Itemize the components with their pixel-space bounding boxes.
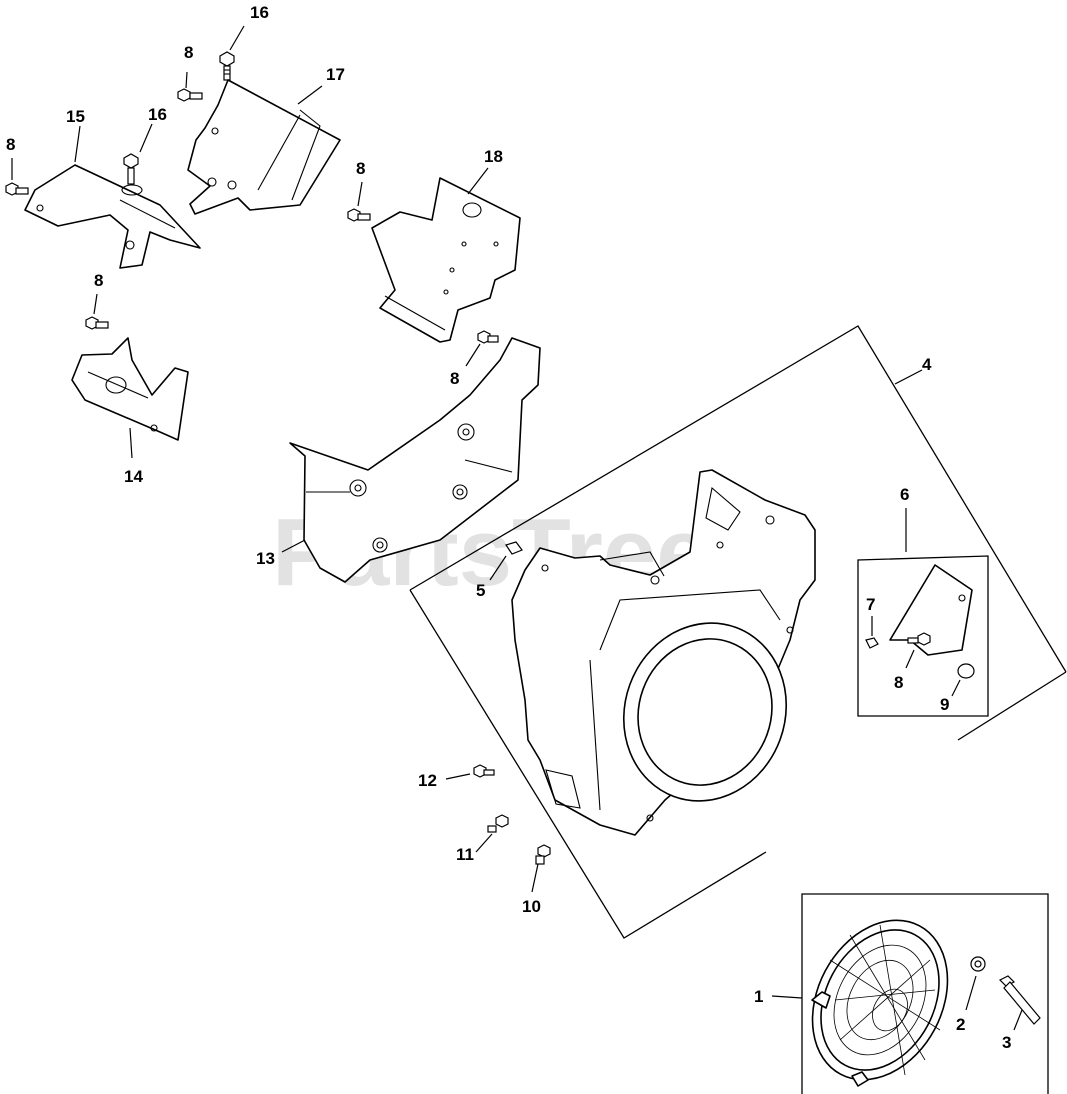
- part-4-group-outline: [409, 325, 1067, 741]
- part-5-clip: [505, 541, 523, 555]
- part-8-screw-a: [5, 182, 29, 196]
- callout-2: 2: [956, 1015, 965, 1034]
- part-4-group-outline-lower: [409, 589, 767, 939]
- callout-3: 3: [1002, 1033, 1011, 1052]
- callout-8b: 8: [184, 43, 193, 62]
- leader-13: [281, 539, 306, 553]
- callout-4: 4: [922, 355, 932, 374]
- callout-16b: 16: [148, 105, 167, 124]
- part-13-shroud: [289, 337, 541, 583]
- callout-1: 1: [754, 987, 763, 1006]
- leader-12: [445, 773, 471, 780]
- callout-8d: 8: [356, 159, 365, 178]
- callout-15: 15: [66, 107, 85, 126]
- part-16-screw-top: [219, 51, 235, 81]
- leader-8f: [905, 649, 915, 669]
- callout-14: 14: [124, 467, 143, 486]
- leader-10: [531, 863, 539, 893]
- callout-12: 12: [418, 771, 437, 790]
- leader-2: [965, 975, 977, 1011]
- leader-17: [297, 85, 323, 105]
- callout-8c: 8: [94, 271, 103, 290]
- part-12-screw: [473, 764, 495, 778]
- callout-8e: 8: [450, 369, 459, 388]
- leader-11: [475, 833, 493, 853]
- callout-13: 13: [256, 549, 275, 568]
- leader-8c: [93, 293, 98, 315]
- leader-1: [771, 995, 803, 999]
- part-17-bracket: [187, 79, 341, 215]
- leader-18: [467, 167, 489, 195]
- part-4-blower-housing: [511, 469, 816, 836]
- part-14-bracket: [71, 337, 189, 441]
- part-16-screw-b: [123, 153, 139, 185]
- leader-8d: [357, 181, 363, 207]
- callout-11: 11: [456, 845, 474, 864]
- callout-9: 9: [940, 695, 949, 714]
- leader-16b: [139, 123, 153, 153]
- leader-9: [951, 679, 961, 697]
- part-11-screw: [487, 814, 509, 833]
- callout-6: 6: [900, 485, 909, 504]
- leader-5: [489, 555, 507, 581]
- part-6-detail-box: [857, 555, 989, 717]
- leader-8b: [185, 71, 188, 89]
- part-8-screw-c: [85, 316, 109, 330]
- callout-5: 5: [476, 581, 485, 600]
- part-8-screw-e: [477, 330, 499, 344]
- part-15-bracket: [24, 164, 201, 269]
- part-10-screw: [535, 844, 551, 865]
- part-8-screw-d: [347, 208, 371, 222]
- part-8-screw-b: [177, 88, 203, 102]
- callout-10: 10: [522, 897, 541, 916]
- leader-3: [1013, 1009, 1023, 1031]
- leader-4: [894, 369, 923, 385]
- part-18-plate: [371, 177, 521, 343]
- callout-8f: 8: [894, 673, 903, 692]
- callout-16a: 16: [250, 3, 269, 22]
- callout-7: 7: [866, 595, 875, 614]
- callout-17: 17: [326, 65, 345, 84]
- leader-8e: [465, 343, 481, 367]
- part-1-grille-box: [801, 893, 1049, 1094]
- callout-8a: 8: [6, 135, 15, 154]
- leader-15: [74, 125, 81, 163]
- leader-14: [129, 427, 133, 459]
- leader-16a: [229, 25, 245, 51]
- callout-18: 18: [484, 147, 503, 166]
